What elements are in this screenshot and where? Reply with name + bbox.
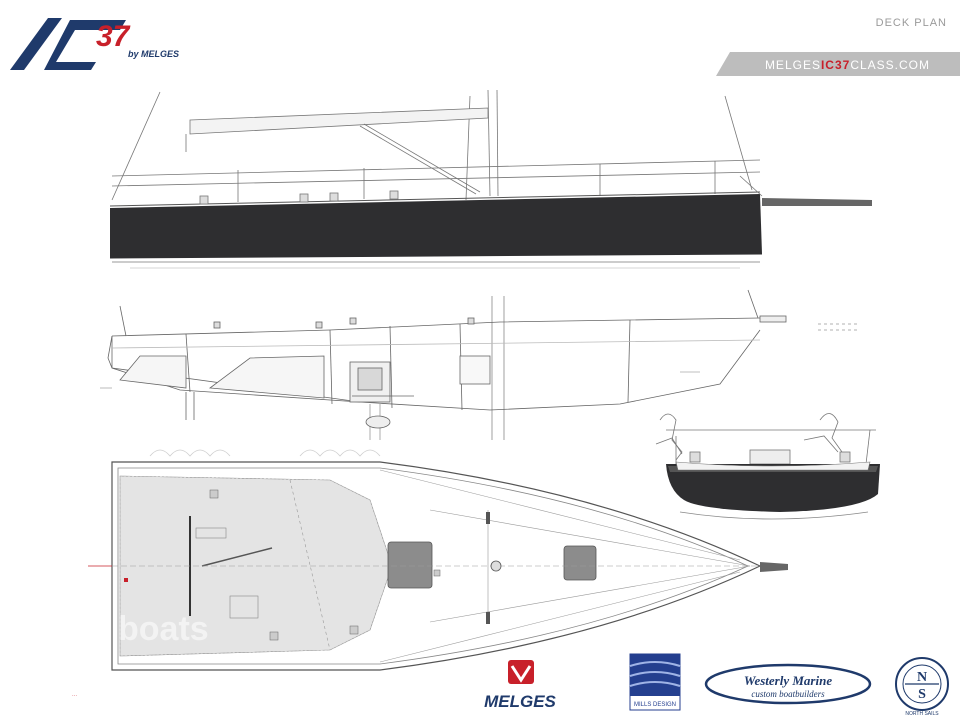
melges-logo: MELGES — [484, 660, 557, 711]
svg-text:N: N — [917, 670, 927, 685]
svg-text:MELGESIC37CLASS.COM: MELGESIC37CLASS.COM — [765, 58, 930, 72]
svg-text:S: S — [918, 687, 926, 702]
logo-by-text: by MELGES — [128, 49, 179, 59]
website-suffix: CLASS.COM — [850, 58, 930, 72]
deck-plan-view: boats — [88, 449, 788, 671]
mills-design-logo: MILLS DESIGN — [629, 653, 681, 711]
svg-text:MILLS DESIGN: MILLS DESIGN — [634, 702, 676, 708]
hull-profile — [109, 194, 763, 269]
svg-text:MELGES: MELGES — [484, 692, 556, 711]
logo-text: 37 — [96, 20, 131, 53]
north-sails-logo: N S NORTH SAILS — [895, 657, 949, 717]
cross-section-hull — [666, 461, 880, 520]
svg-text:custom boatbuilders: custom boatbuilders — [751, 689, 825, 699]
side-profile-view — [109, 89, 761, 207]
ic37-logo: 37 by MELGES — [10, 18, 179, 70]
sheet-reference: ··· — [72, 693, 77, 699]
website-prefix: MELGES — [765, 58, 821, 72]
website-banner: MELGESIC37CLASS.COM — [716, 52, 960, 76]
cross-section-view — [655, 413, 876, 465]
svg-text:Westerly Marine: Westerly Marine — [744, 673, 832, 688]
doc-title: DECK PLAN — [876, 17, 947, 29]
interior-section-view — [100, 289, 787, 440]
svg-text:NORTH SAILS: NORTH SAILS — [905, 711, 939, 717]
bowsprit-profile — [739, 175, 872, 206]
bowsprit-dashed — [818, 323, 860, 331]
westerly-marine-logo: Westerly Marine custom boatbuilders — [704, 663, 872, 705]
website-mid: IC37 — [821, 58, 850, 72]
watermark-text: boats — [118, 610, 209, 648]
